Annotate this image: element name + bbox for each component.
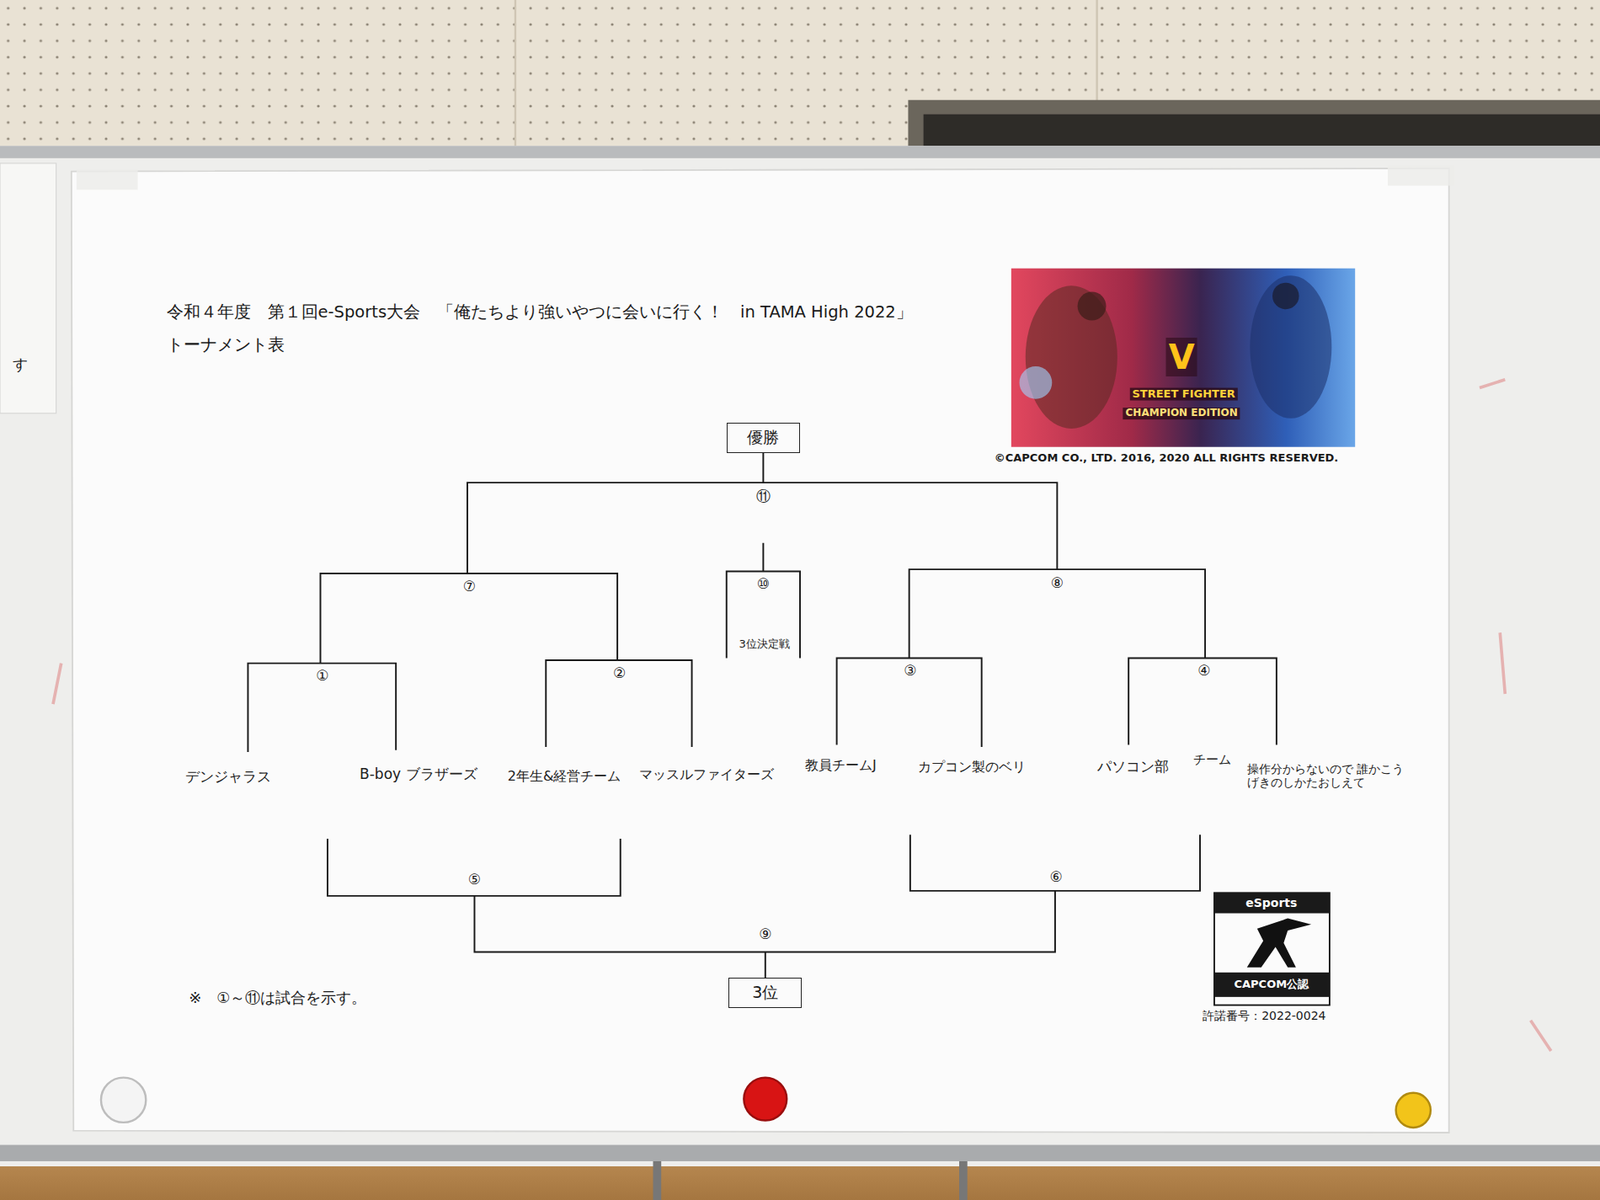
fighter-figure	[1025, 285, 1118, 429]
logo-band	[1214, 972, 1330, 998]
fighter-silhouette	[1247, 918, 1312, 968]
team-name: パソコン部	[1097, 758, 1169, 776]
side-note-text: す	[12, 355, 28, 374]
result-box: 3位	[728, 977, 802, 1008]
pegboard-wall	[0, 0, 1600, 154]
match-number: ⑨	[756, 927, 774, 943]
whiteboard	[0, 145, 1600, 1167]
fighter-head	[1077, 292, 1107, 321]
team-name: 操作分からないので 誰かこうげきのしかたおしえて	[1247, 762, 1416, 790]
match-number: ⑪	[753, 489, 774, 505]
team-name: チーム	[1193, 752, 1232, 768]
wall-seam	[1095, 0, 1098, 102]
match-number: ⑤	[465, 872, 484, 888]
match-number: ②	[610, 666, 629, 682]
match-number: ④	[1194, 663, 1213, 679]
wall-seam	[514, 0, 517, 154]
wall-panel-inner	[923, 114, 1600, 152]
copyright-text: ©CAPCOM CO., LTD. 2016, 2020 ALL RIGHTS …	[994, 452, 1339, 465]
tape	[76, 169, 139, 190]
result-box: 優勝	[726, 422, 800, 454]
white-magnet	[101, 1077, 146, 1123]
esports-logo	[1214, 892, 1330, 1005]
team-name: カプコン製のベリ	[917, 759, 1026, 775]
team-name: デンジャラス	[185, 769, 272, 787]
title-text: 令和４年度 第１回e-Sports大会 「俺たちより強いやつに会いに行く！ in…	[166, 303, 913, 322]
match-number: ⑥	[1047, 869, 1066, 886]
logo-text: CHAMPION EDITION	[1123, 407, 1241, 420]
fighter-figure	[1249, 275, 1332, 419]
yellow-magnet	[1396, 1093, 1431, 1128]
logo-text: CAPCOM公認	[1233, 978, 1309, 992]
license-number: 許諾番号：2022-0024	[1202, 1008, 1326, 1023]
red-magnet	[743, 1077, 787, 1121]
paper-sheet	[71, 168, 1450, 1133]
game-key-art	[1011, 268, 1355, 448]
wall-panel	[907, 100, 1600, 152]
team-name: 2年生&経営チーム	[507, 768, 622, 784]
energy-ball	[1019, 366, 1053, 400]
team-name: マッスルファイターズ	[639, 767, 774, 783]
match-label: 3位決定戦	[738, 637, 790, 651]
subtitle-text: トーナメント表	[166, 335, 285, 354]
fighter-head	[1272, 282, 1300, 310]
tape	[1387, 165, 1455, 186]
whiteboard-frame	[0, 145, 1600, 159]
bracket-lines	[247, 452, 1276, 980]
stand-leg	[653, 1161, 662, 1200]
team-name: B-boy ブラザーズ	[359, 766, 477, 784]
match-number: ⑧	[1048, 576, 1067, 592]
logo-text: V	[1166, 337, 1198, 377]
footnote-text: ※ ①～⑪は試合を示す。	[188, 989, 367, 1008]
logo-band	[1214, 892, 1330, 913]
match-number: ①	[313, 668, 331, 684]
match-number: ⑩	[754, 576, 773, 592]
stand-leg	[959, 1161, 968, 1200]
team-name: 教員チームJ	[805, 757, 877, 774]
logo-text: STREET FIGHTER	[1129, 387, 1238, 400]
match-number: ③	[901, 663, 919, 679]
box-label: 優勝	[746, 426, 779, 449]
logo-text: eSports	[1245, 896, 1297, 910]
whiteboard-tray	[0, 1145, 1600, 1162]
match-number: ⑦	[460, 579, 479, 595]
side-paper	[0, 163, 57, 414]
box-label: 3位	[752, 981, 779, 1004]
